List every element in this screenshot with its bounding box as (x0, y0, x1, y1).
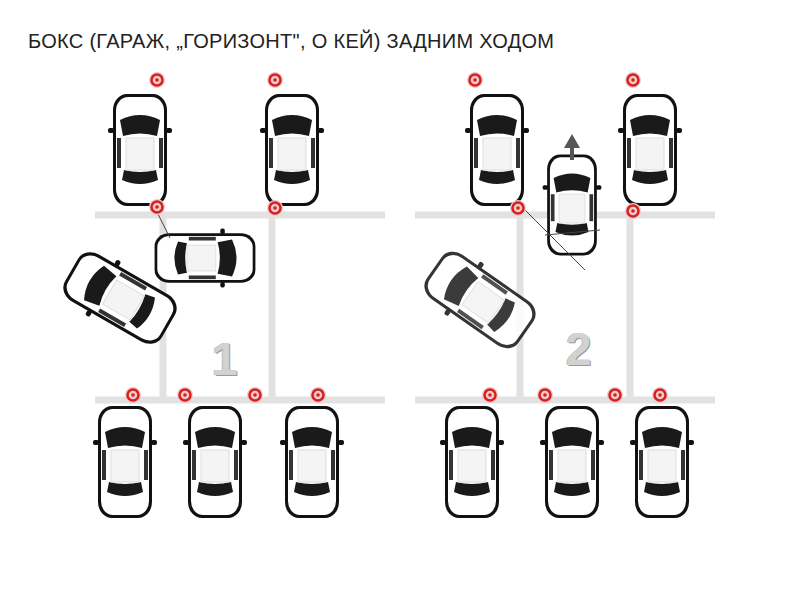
diagram-title: БОКС (ГАРАЖ, „ГОРИЗОНТ", О КЕЙ) ЗАДНИМ Х… (28, 30, 554, 53)
step-number: 1 (212, 332, 238, 386)
ground-lines (95, 215, 715, 400)
step-number: 2 (566, 322, 592, 376)
